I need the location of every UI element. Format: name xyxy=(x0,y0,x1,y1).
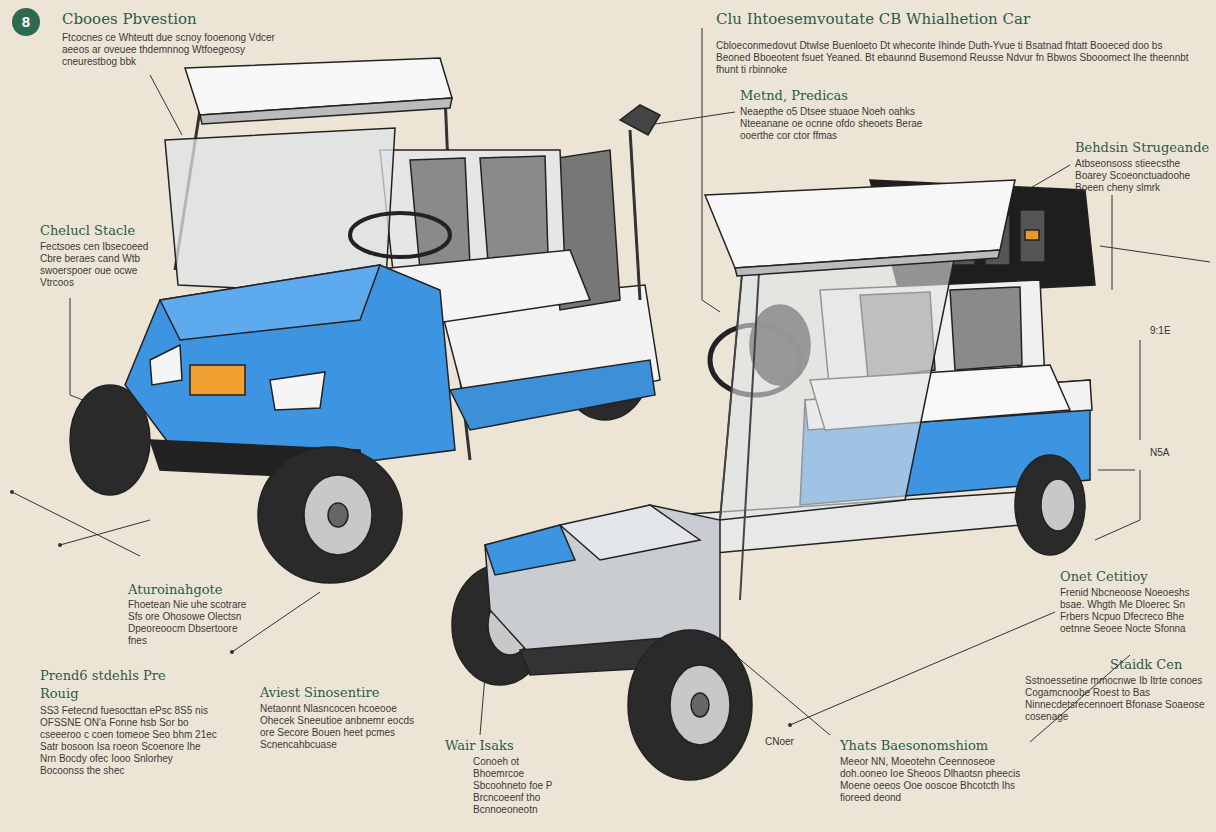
callout-text: Netaonnt Nlasncocen hcoeooe Ohecek Sneeu… xyxy=(260,703,420,751)
drawing-detail xyxy=(230,650,234,654)
leader-line xyxy=(70,298,88,402)
badge-circle xyxy=(12,8,40,36)
leader-line xyxy=(1100,246,1210,262)
callout-heading: Aturoinahgote xyxy=(128,582,278,598)
callout-text: Atbseonsoss stieecsthe Boarey Scoeonctua… xyxy=(1075,158,1210,194)
cowl-top xyxy=(560,505,700,560)
left-cart xyxy=(70,58,660,583)
callout-heading: Rouig xyxy=(40,686,140,702)
callout-heading: Yhats Baesonomshiom xyxy=(840,738,1060,754)
leader-line xyxy=(60,520,150,545)
drawing-detail xyxy=(58,543,62,547)
side-stripe xyxy=(450,360,655,430)
hub xyxy=(670,665,730,745)
badge-number: 8 xyxy=(12,13,40,31)
callout-text: Ftcocnes ce Whteutt due scnoy fooenong V… xyxy=(62,32,302,68)
callout-text: SS3 Fetecnd fuesocttan ePsc 8S5 nis OFSS… xyxy=(40,705,218,777)
dimension-label: CNoer xyxy=(765,736,825,748)
cowl-top xyxy=(160,265,380,340)
front-cowl xyxy=(125,265,455,470)
drawing-detail xyxy=(328,503,348,527)
callout-text: Conoeh ot Bhoemrcoe Sbcoohneto foe P Brc… xyxy=(473,756,561,816)
dimension-label: N5A xyxy=(1150,447,1210,459)
callout-heading: Cbooes Pbvestion xyxy=(62,10,322,28)
drawing-detail xyxy=(788,723,792,727)
callout-text: Fhoetean Nie uhe scotrare Sfs ore Ohosow… xyxy=(128,599,256,647)
leader-line xyxy=(150,75,182,135)
hub xyxy=(304,475,372,555)
headlight xyxy=(270,372,325,410)
callout-heading: Wair Isaks xyxy=(445,738,565,754)
callout-heading: Aviest Sinosentire xyxy=(260,685,460,701)
leader-lines xyxy=(12,28,1210,742)
callout-heading: Metnd, Predicas xyxy=(740,88,960,104)
title: Clu Ihtoesemvoutate CB Whialhetion Car xyxy=(716,10,1206,28)
wheel xyxy=(1015,455,1085,555)
leader-line xyxy=(12,492,140,556)
badge xyxy=(12,8,40,36)
leader-line xyxy=(790,612,1055,725)
right-cart xyxy=(452,180,1095,780)
callout-text: Fectsoes cen Ibsecoeed Cbre beraes cand … xyxy=(40,241,160,289)
callout-text: Meeor NN, Moeotehn Ceennoseoe doh.ooneo … xyxy=(840,756,1045,804)
callout-text: Neaepthe o5 Dtsee stuaoe Noeh oahks Ntee… xyxy=(740,106,930,142)
drawing-detail xyxy=(735,250,1000,276)
drawing-detail xyxy=(1025,230,1039,240)
headlight xyxy=(150,345,182,385)
callout-text: Cbloeconmedovut Dtwlse Buenloeto Dt whec… xyxy=(716,40,1196,76)
callout-heading: Behdsin Strugeande xyxy=(1075,140,1213,156)
callout-heading: Staidk Cen xyxy=(1110,657,1210,673)
hub xyxy=(1041,479,1075,531)
dimension-label: 9:1E xyxy=(1150,325,1210,337)
wheel xyxy=(628,630,752,780)
bag-holder xyxy=(620,105,660,135)
callout-text: Frenid Nbcneoose Noeoeshs bsae. Whgth Me… xyxy=(1060,587,1208,635)
callout-text: Sstnoessetine mmocnwe Ib Itrte conoes Co… xyxy=(1025,675,1208,723)
drawing-detail xyxy=(691,693,709,717)
drawing-detail xyxy=(630,130,640,300)
leader-line xyxy=(1112,195,1113,290)
leader-line xyxy=(655,112,735,124)
callout-heading: Chelucl Stacle xyxy=(40,223,165,239)
roof-edge xyxy=(200,98,452,124)
callout-heading: Onet Cetitioy xyxy=(1060,569,1210,585)
drawing-detail xyxy=(10,490,14,494)
wheel xyxy=(258,447,402,583)
steering-wheel xyxy=(350,213,450,257)
front-badge xyxy=(190,365,245,395)
leader-line xyxy=(1095,340,1140,540)
callout-heading: Prend6 stdehls Pre xyxy=(40,668,240,684)
cowl-accent xyxy=(485,525,575,575)
roof-post xyxy=(720,240,760,600)
